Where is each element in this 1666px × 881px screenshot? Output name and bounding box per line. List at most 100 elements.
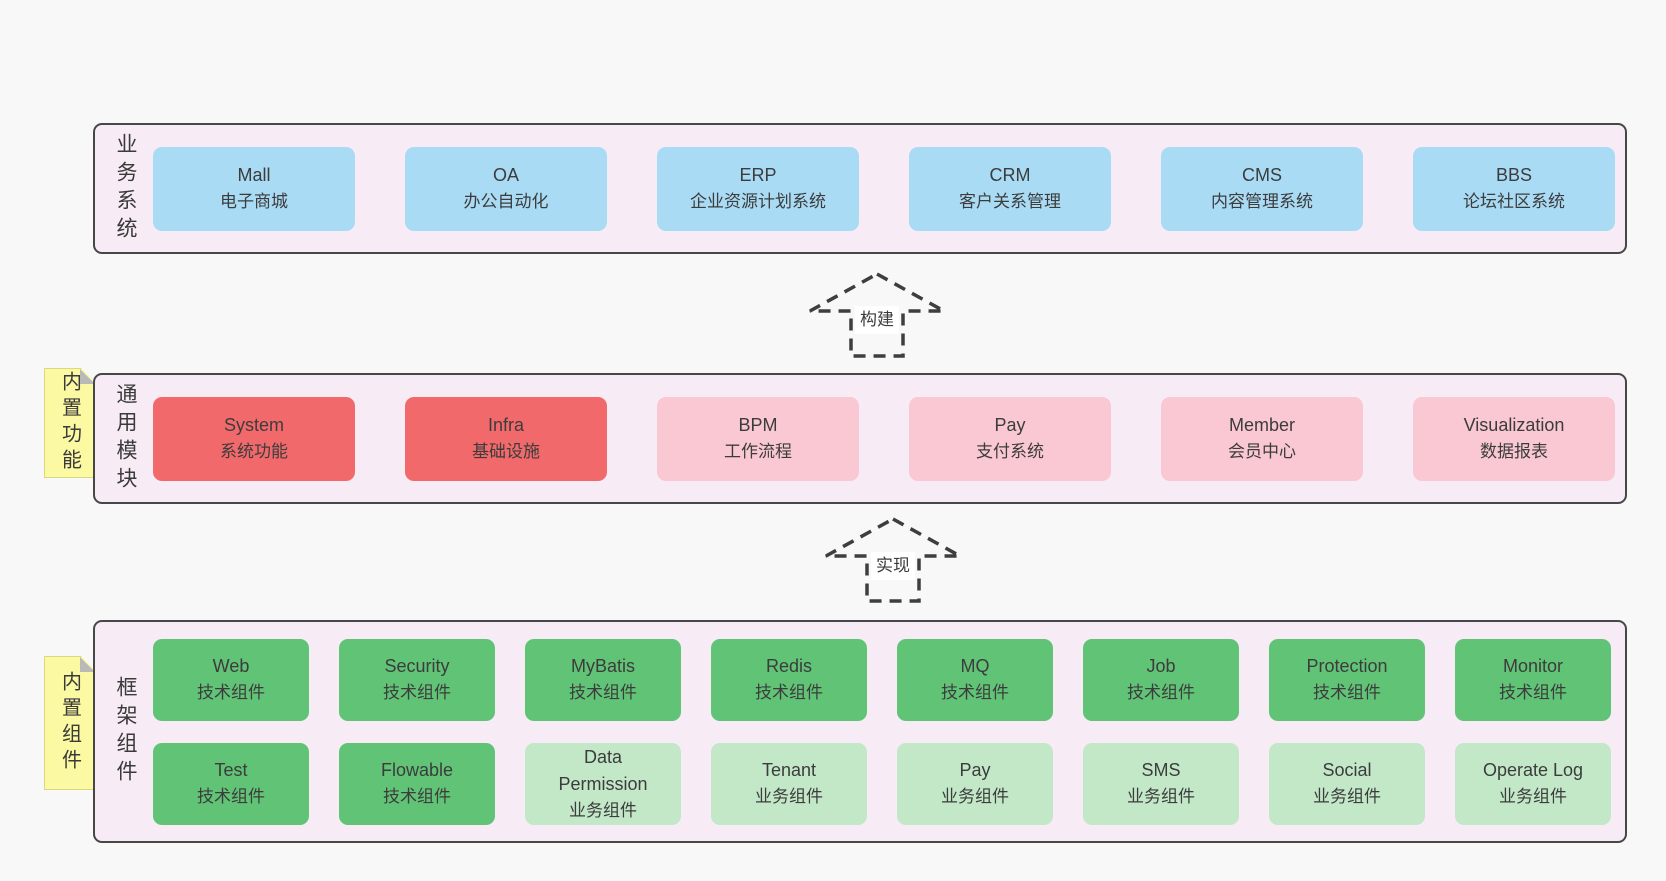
box-system: System 系统功能 (153, 396, 355, 481)
box-job: Job 技术组件 (1083, 638, 1239, 721)
box-desc: 技术组件 (383, 787, 451, 806)
box-data-permission: Data Permission 业务组件 (525, 742, 681, 825)
box-name: BPM (738, 415, 778, 435)
box-name: Security (384, 656, 450, 676)
box-erp: ERP 企业资源计划系统 (657, 146, 859, 231)
box-desc: 技术组件 (383, 683, 451, 702)
box-desc: 技术组件 (1313, 683, 1381, 702)
box-desc: 技术组件 (197, 787, 265, 806)
box-name: Redis (765, 656, 813, 676)
box-desc: 工作流程 (724, 442, 792, 461)
box-desc: 数据报表 (1480, 442, 1548, 461)
box-test: Test 技术组件 (153, 742, 309, 825)
sticky-note-label: 内置功能 (58, 371, 81, 475)
box-name: Test (214, 760, 248, 780)
box-flowable: Flowable 技术组件 (339, 742, 495, 825)
box-desc: 技术组件 (197, 683, 265, 702)
box-desc: 论坛社区系统 (1463, 192, 1565, 211)
box-name: Data Permission (558, 746, 648, 794)
box-name: OA (492, 165, 519, 185)
box-bbs: BBS 论坛社区系统 (1413, 146, 1615, 231)
box-desc: 技术组件 (941, 683, 1009, 702)
box-desc: 业务组件 (755, 787, 823, 806)
box-social: Social 业务组件 (1269, 742, 1425, 825)
box-desc: 技术组件 (755, 683, 823, 702)
box-name: BBS (1495, 165, 1533, 185)
box-infra: Infra 基础设施 (405, 396, 607, 481)
box-name: Infra (487, 415, 525, 435)
box-desc: 技术组件 (1127, 683, 1195, 702)
box-name: Pay (994, 415, 1026, 435)
box-web: Web 技术组件 (153, 638, 309, 721)
box-name: CMS (1242, 165, 1282, 185)
box-mall: Mall 电子商城 (153, 146, 355, 231)
box-desc: 业务组件 (941, 787, 1009, 806)
box-name: Flowable (380, 760, 454, 780)
box-name: Pay (959, 760, 991, 780)
box-desc: 客户关系管理 (959, 192, 1061, 211)
box-name: Monitor (1502, 656, 1564, 676)
build-arrow-label: 构建 (855, 306, 899, 334)
implement-up-arrow-icon (825, 517, 961, 603)
sticky-note-label: 内置组件 (58, 671, 81, 775)
sticky-note-built-in-features: 内置功能 (44, 368, 96, 478)
box-protection: Protection 技术组件 (1269, 638, 1425, 721)
layer-title: 业务系统 (114, 132, 137, 245)
implement-arrow-label: 实现 (871, 552, 915, 580)
box-desc: 内容管理系统 (1211, 192, 1313, 211)
box-security: Security 技术组件 (339, 638, 495, 721)
box-desc: 支付系统 (976, 442, 1044, 461)
box-desc: 系统功能 (220, 442, 288, 461)
box-desc: 基础设施 (472, 442, 540, 461)
box-name: Job (1146, 656, 1176, 676)
box-crm: CRM 客户关系管理 (909, 146, 1111, 231)
box-pay: Pay 支付系统 (909, 396, 1111, 481)
box-name: Operate Log (1482, 760, 1584, 780)
layer-title: 框架组件 (114, 675, 137, 788)
box-desc: 企业资源计划系统 (690, 192, 826, 211)
box-desc: 业务组件 (1127, 787, 1195, 806)
box-cms: CMS 内容管理系统 (1161, 146, 1363, 231)
box-name: MyBatis (570, 656, 635, 676)
box-name: Mall (237, 165, 271, 185)
box-desc: 电子商城 (220, 192, 288, 211)
box-desc: 业务组件 (1499, 787, 1567, 806)
box-sms: SMS 业务组件 (1083, 742, 1239, 825)
box-redis: Redis 技术组件 (711, 638, 867, 721)
box-name: ERP (739, 165, 777, 185)
box-desc: 业务组件 (569, 800, 637, 820)
box-name: Member (1228, 415, 1295, 435)
build-up-arrow-icon (809, 272, 945, 358)
box-bpm: BPM 工作流程 (657, 396, 859, 481)
box-name: System (223, 415, 284, 435)
box-name: CRM (989, 165, 1031, 185)
box-mybatis: MyBatis 技术组件 (525, 638, 681, 721)
box-pay: Pay 业务组件 (897, 742, 1053, 825)
box-mq: MQ 技术组件 (897, 638, 1053, 721)
box-name: MQ (960, 656, 990, 676)
box-name: SMS (1141, 760, 1181, 780)
box-name: Web (212, 656, 250, 676)
box-visualization: Visualization 数据报表 (1413, 396, 1615, 481)
layer-common-modules: 通用模块 System 系统功能 Infra 基础设施 BPM 工作流程 Pay 支付系统 Me… (93, 373, 1627, 504)
box-name: Social (1322, 760, 1372, 780)
box-desc: 业务组件 (1313, 787, 1381, 806)
box-name: Protection (1306, 656, 1388, 676)
box-desc: 技术组件 (569, 683, 637, 702)
box-operate-log: Operate Log 业务组件 (1455, 742, 1611, 825)
layer-title: 通用模块 (114, 382, 137, 495)
box-desc: 技术组件 (1499, 683, 1567, 702)
box-name: Visualization (1463, 415, 1565, 435)
